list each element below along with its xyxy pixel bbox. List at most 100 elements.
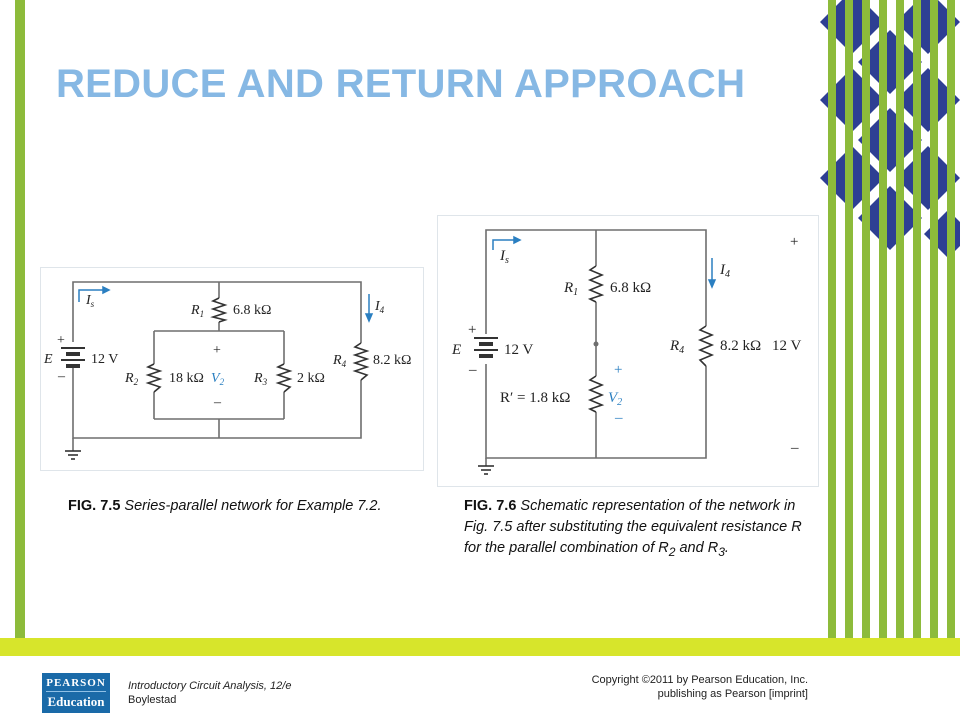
current-is-arrow <box>78 285 111 302</box>
figure-7-5-caption: FIG. 7.5 Series-parallel network for Exa… <box>68 496 398 517</box>
book-info: Introductory Circuit Analysis, 12/e Boyl… <box>128 679 291 707</box>
wire <box>72 281 219 342</box>
stripe <box>913 0 921 642</box>
v2-plus: + <box>213 343 221 358</box>
green-stripes <box>828 0 955 642</box>
current-i4-arrow <box>707 258 717 289</box>
i4-label: I4 <box>719 262 730 280</box>
decorative-stripes-pattern <box>820 0 960 642</box>
battery-symbol <box>474 337 498 358</box>
wire <box>219 281 362 343</box>
stripe <box>947 0 955 642</box>
diamond-shape <box>858 30 922 94</box>
wires <box>72 281 362 451</box>
caption-text-and: and R <box>675 540 719 556</box>
ground-symbol <box>65 450 81 460</box>
resistors <box>587 265 715 413</box>
r4-name: R4 <box>332 353 347 369</box>
r4-value: 8.2 kΩ <box>373 353 411 368</box>
caption-text: Schematic representation of the network … <box>464 498 802 556</box>
wire <box>72 368 362 439</box>
resistor-r1-zigzag <box>210 297 228 323</box>
stripe <box>896 0 904 642</box>
caption-text-end: . <box>724 540 729 556</box>
resistor-r4-zigzag <box>352 342 370 381</box>
r1-name: R1 <box>190 303 204 319</box>
r1-value: 6.8 kΩ <box>233 303 271 318</box>
v2-minus: – <box>614 410 623 426</box>
stripe <box>930 0 938 642</box>
footer <box>0 656 960 720</box>
figure-7-6-caption: FIG. 7.6 Schematic representation of the… <box>464 496 814 563</box>
diamond-shape <box>896 68 960 132</box>
r3-name: R3 <box>253 371 268 387</box>
stripe <box>828 0 836 642</box>
is-label: Is <box>85 293 95 309</box>
copyright-notice: Copyright ©2011 by Pearson Education, In… <box>592 673 808 701</box>
v2-name: V2 <box>608 390 622 408</box>
is-label: Is <box>499 248 509 266</box>
wires <box>485 229 707 466</box>
source-minus: – <box>57 369 66 384</box>
r1-value: 6.8 kΩ <box>610 280 651 296</box>
left-accent-bar <box>15 0 25 642</box>
stripe <box>845 0 853 642</box>
stripe <box>862 0 870 642</box>
diamond-pattern <box>820 0 960 258</box>
r4-value: 8.2 kΩ <box>720 338 761 354</box>
ground-symbol <box>478 465 494 475</box>
battery-symbol <box>61 347 85 368</box>
source-plus: + <box>57 333 65 348</box>
copyright-line-1: Copyright ©2011 by Pearson Education, In… <box>591 674 808 686</box>
bottom-accent-band <box>0 638 960 656</box>
resistor-rprime-zigzag <box>587 375 605 413</box>
logo-line-2: Education <box>47 694 105 709</box>
r4-voltage: 12 V <box>772 338 801 354</box>
r4-name: R4 <box>669 338 684 356</box>
caption-figure-number: FIG. 7.5 <box>68 498 121 514</box>
logo-line-1: PEARSON <box>46 677 106 692</box>
pearson-education-logo: PEARSON Education <box>42 673 110 713</box>
slide-title: REDUCE AND RETURN APPROACH <box>56 62 746 106</box>
source-name: E <box>451 342 461 358</box>
caption-text: Series-parallel network for Example 7.2. <box>120 498 382 514</box>
source-minus: – <box>468 362 477 378</box>
source-name: E <box>43 352 53 367</box>
v2-minus: – <box>213 395 222 410</box>
current-is-arrow <box>492 235 522 250</box>
figure-7-6-circuit: Is I4 R1 6.8 kΩ + R′ = 1.8 kΩ V2 – R4 8.… <box>437 215 819 487</box>
resistor-r1-zigzag <box>587 265 605 303</box>
resistor-r2-zigzag <box>145 363 163 393</box>
diamond-shape <box>858 186 922 250</box>
book-author: Boylestad <box>128 694 177 706</box>
diamond-shape <box>896 146 960 210</box>
series-parallel-network-schematic: Is I4 R1 6.8 kΩ + R2 18 kΩ V2 R3 2 kΩ – … <box>43 281 411 460</box>
resistor-r3-zigzag <box>275 363 293 393</box>
stripe <box>879 0 887 642</box>
r4-minus: – <box>790 440 799 456</box>
diamond-shape <box>858 108 922 172</box>
figure-7-5-circuit: Is I4 R1 6.8 kΩ + R2 18 kΩ V2 R3 2 kΩ – … <box>40 267 424 471</box>
i4-label: I4 <box>374 299 385 315</box>
r1-name: R1 <box>563 280 578 298</box>
book-title: Introductory Circuit Analysis, 12/e <box>128 680 292 692</box>
caption-subscript: 3 <box>718 544 725 559</box>
r2-name: R2 <box>124 371 139 387</box>
v2-name: V2 <box>211 371 225 387</box>
source-plus: + <box>468 322 476 338</box>
current-i4-arrow <box>364 294 374 323</box>
source-value: 12 V <box>91 352 118 367</box>
r2-value: 18 kΩ <box>169 371 204 386</box>
caption-subscript: 2 <box>668 544 676 559</box>
equivalent-network-schematic: Is I4 R1 6.8 kΩ + R′ = 1.8 kΩ V2 – R4 8.… <box>451 229 801 475</box>
r4-plus: + <box>790 234 798 250</box>
rprime-label: R′ = 1.8 kΩ <box>500 390 570 406</box>
resistor-r4-zigzag <box>697 325 715 367</box>
copyright-line-2: publishing as Pearson [imprint] <box>657 688 808 700</box>
caption-figure-number: FIG. 7.6 <box>464 498 517 514</box>
junction-node <box>593 341 599 347</box>
diamond-shape <box>896 0 960 54</box>
v2-plus: + <box>614 362 622 378</box>
r3-value: 2 kΩ <box>297 371 325 386</box>
source-value: 12 V <box>504 342 533 358</box>
